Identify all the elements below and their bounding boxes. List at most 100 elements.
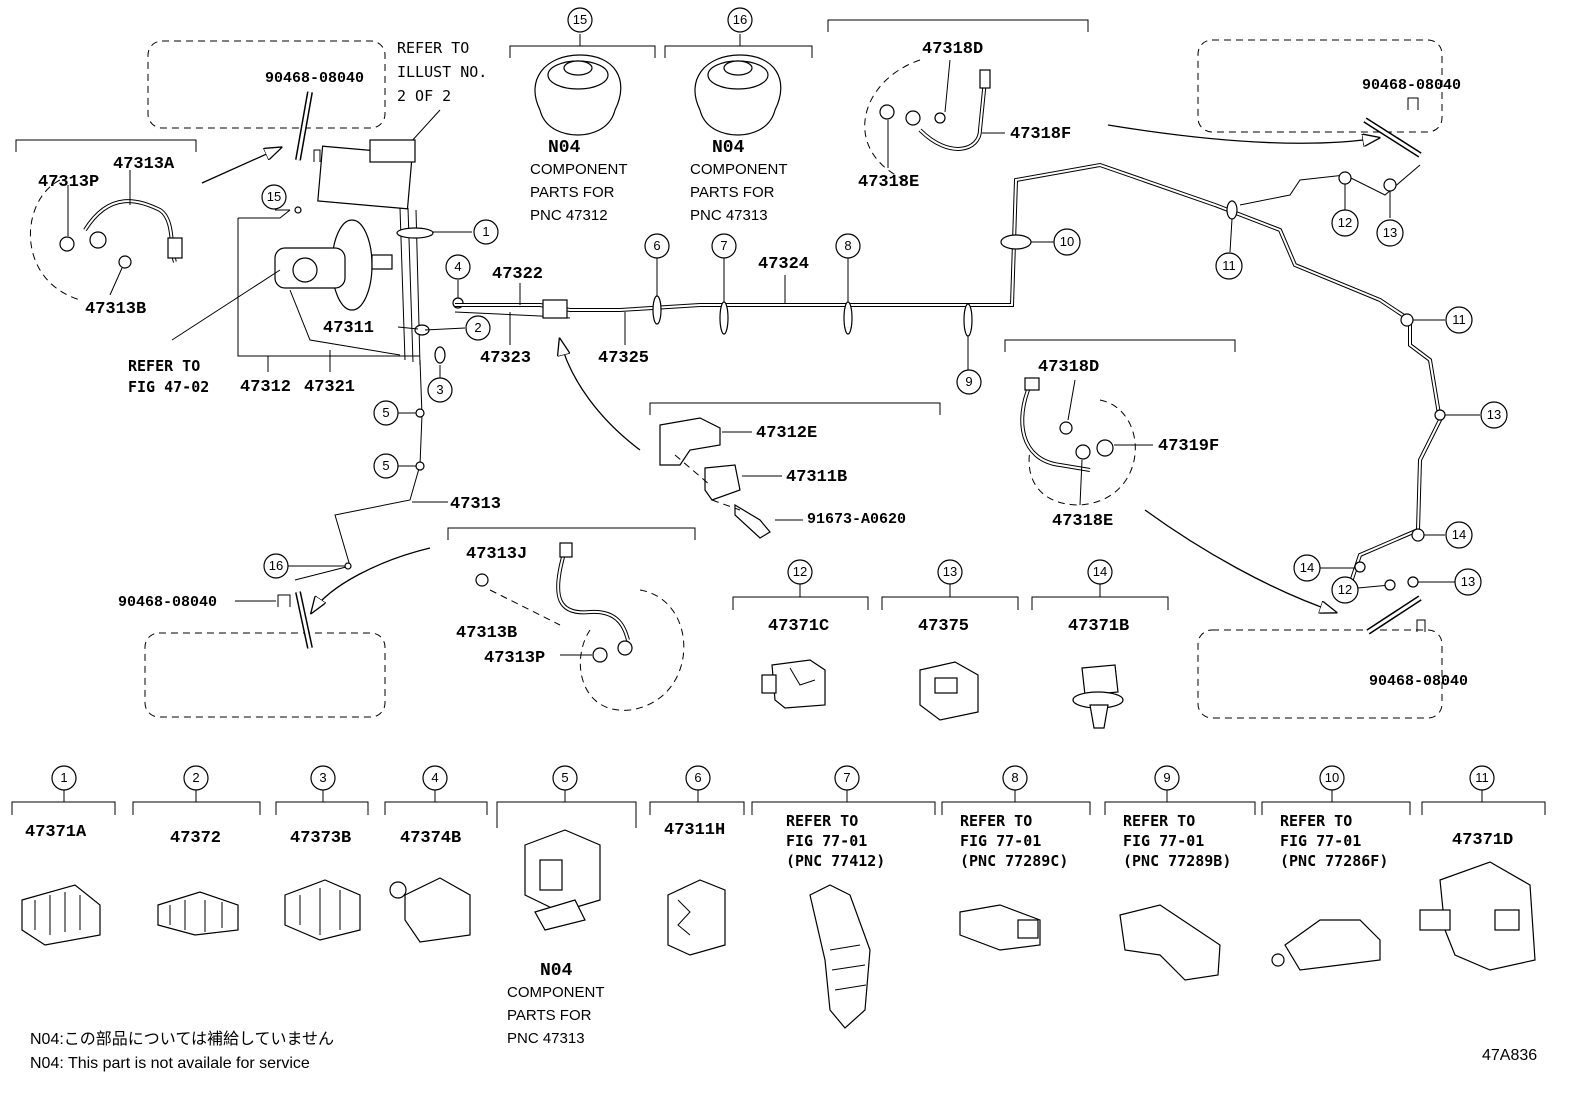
label-90468-bottom-right: 90468-08040 bbox=[1369, 673, 1468, 690]
note-jp: N04:この部品については補給していません bbox=[30, 1030, 334, 1048]
svg-text:3: 3 bbox=[436, 382, 443, 397]
svg-text:PARTS FOR: PARTS FOR bbox=[507, 1007, 592, 1024]
union-47312e-detail bbox=[659, 417, 721, 466]
callout-13a: 13 bbox=[1376, 219, 1404, 247]
bracket-part bbox=[89, 231, 107, 249]
svg-text:4: 4 bbox=[431, 770, 438, 785]
callout-12b: 12 bbox=[1331, 576, 1359, 604]
callout-9: 9 bbox=[956, 369, 982, 395]
label-47313A: 47313A bbox=[113, 155, 175, 174]
hose-47313j bbox=[556, 549, 630, 641]
svg-text:15: 15 bbox=[573, 12, 587, 27]
svg-text:N04: N04 bbox=[548, 138, 581, 158]
svg-text:FIG 77-01: FIG 77-01 bbox=[960, 832, 1041, 850]
callout-5a: 5 bbox=[373, 400, 399, 426]
svg-text:13: 13 bbox=[1487, 407, 1501, 422]
svg-text:(PNC 77412): (PNC 77412) bbox=[786, 852, 885, 870]
callout-11b: 11 bbox=[1445, 306, 1473, 334]
callout-16-top: 16 bbox=[727, 7, 753, 33]
bracket-47313a bbox=[15, 139, 197, 152]
brake-pipe-47324 bbox=[455, 162, 1443, 586]
clip-box-2: 2 47372 bbox=[132, 765, 261, 936]
label-47313B-top: 47313B bbox=[85, 300, 146, 319]
svg-text:4: 4 bbox=[454, 259, 461, 274]
label-47322: 47322 bbox=[492, 265, 543, 284]
svg-text:14: 14 bbox=[1093, 564, 1107, 579]
svg-text:11: 11 bbox=[1452, 312, 1466, 327]
svg-text:8: 8 bbox=[844, 238, 851, 253]
svg-text:PNC 47313: PNC 47313 bbox=[690, 207, 768, 224]
refer-fig-47-02-line2: FIG 47-02 bbox=[128, 378, 209, 396]
svg-text:COMPONENT: COMPONENT bbox=[690, 161, 788, 178]
label-47311B: 47311B bbox=[786, 468, 847, 487]
svg-text:47371C: 47371C bbox=[768, 617, 829, 636]
svg-text:2: 2 bbox=[192, 770, 199, 785]
union-47312e bbox=[542, 299, 568, 319]
arrow-to-bottom-left-box bbox=[312, 547, 431, 612]
pipe-bracket bbox=[237, 218, 420, 357]
svg-text:5: 5 bbox=[382, 405, 389, 420]
label-47318F: 47318F bbox=[1010, 125, 1071, 144]
label-47323: 47323 bbox=[480, 349, 531, 368]
callout-circles: 1 2 3 4 5 5 6 7 8 9 10 11 11 12 12 13 13… bbox=[261, 7, 1508, 604]
svg-text:6: 6 bbox=[694, 770, 701, 785]
label-47313B-bottom: 47313B bbox=[456, 624, 517, 643]
svg-text:PARTS FOR: PARTS FOR bbox=[690, 184, 775, 201]
svg-text:47374B: 47374B bbox=[400, 829, 461, 848]
svg-text:10: 10 bbox=[1325, 770, 1339, 785]
callout-5b: 5 bbox=[373, 453, 399, 479]
svg-text:12: 12 bbox=[1338, 215, 1352, 230]
component-box-16: N04 COMPONENT PARTS FOR PNC 47313 bbox=[664, 34, 813, 224]
ref-box-bottom-left bbox=[144, 632, 386, 718]
arrow-to-bottom-right-box bbox=[1144, 509, 1335, 612]
clip-box-5: 5 N04 COMPONENT PARTS FOR PNC 47313 bbox=[496, 765, 637, 1047]
callout-15-top: 15 bbox=[567, 7, 593, 33]
clip-box-1: 1 47371A bbox=[11, 765, 116, 946]
svg-text:47375: 47375 bbox=[918, 617, 969, 636]
svg-text:2: 2 bbox=[474, 320, 481, 335]
svg-text:47371A: 47371A bbox=[25, 823, 87, 842]
callout-6: 6 bbox=[644, 233, 670, 259]
svg-text:14: 14 bbox=[1300, 560, 1314, 575]
label-47313P-top: 47313P bbox=[38, 173, 99, 192]
svg-text:2 OF 2: 2 OF 2 bbox=[397, 87, 451, 105]
clip-box-8: 8 REFER TO FIG 77-01 (PNC 77289C) bbox=[941, 765, 1091, 951]
clip-box-7: 7 REFER TO FIG 77-01 (PNC 77412) bbox=[751, 765, 936, 1029]
arrow-to-union bbox=[560, 340, 641, 451]
clip-box-10: 10 REFER TO FIG 77-01 (PNC 77286F) bbox=[1261, 765, 1411, 971]
label-47324: 47324 bbox=[758, 255, 809, 274]
svg-text:15: 15 bbox=[267, 189, 281, 204]
clip-box-13: 13 47375 bbox=[881, 559, 1019, 721]
label-47321: 47321 bbox=[304, 378, 355, 397]
label-47318E-top: 47318E bbox=[858, 173, 919, 192]
label-47313: 47313 bbox=[450, 495, 501, 514]
label-91673: 91673-A0620 bbox=[807, 511, 906, 528]
svg-text:16: 16 bbox=[733, 12, 747, 27]
svg-text:13: 13 bbox=[943, 564, 957, 579]
refer-illust-note: REFER TO ILLUST NO. 2 OF 2 bbox=[397, 39, 487, 105]
label-47319F: 47319F bbox=[1158, 437, 1219, 456]
callout-1: 1 bbox=[473, 219, 499, 245]
svg-text:COMPONENT: COMPONENT bbox=[530, 161, 628, 178]
svg-text:13: 13 bbox=[1461, 574, 1475, 589]
svg-text:N04: N04 bbox=[540, 961, 573, 981]
ref-box-top-right bbox=[1197, 39, 1443, 133]
callout-12a: 12 bbox=[1331, 209, 1359, 237]
svg-text:47371B: 47371B bbox=[1068, 617, 1129, 636]
callout-3: 3 bbox=[427, 377, 453, 403]
clamp-47311b bbox=[704, 464, 741, 501]
svg-text:FIG 77-01: FIG 77-01 bbox=[786, 832, 867, 850]
svg-text:9: 9 bbox=[1163, 770, 1170, 785]
svg-text:8: 8 bbox=[1011, 770, 1018, 785]
label-47311: 47311 bbox=[323, 319, 374, 338]
svg-text:9: 9 bbox=[965, 374, 972, 389]
label-47325: 47325 bbox=[598, 349, 649, 368]
label-47313J: 47313J bbox=[466, 545, 527, 564]
detail-circle bbox=[30, 179, 81, 301]
svg-text:1: 1 bbox=[482, 224, 489, 239]
svg-text:FIG 77-01: FIG 77-01 bbox=[1280, 832, 1361, 850]
svg-text:47372: 47372 bbox=[170, 829, 221, 848]
callout-13b: 13 bbox=[1480, 401, 1508, 429]
svg-text:REFER TO: REFER TO bbox=[1123, 812, 1195, 830]
